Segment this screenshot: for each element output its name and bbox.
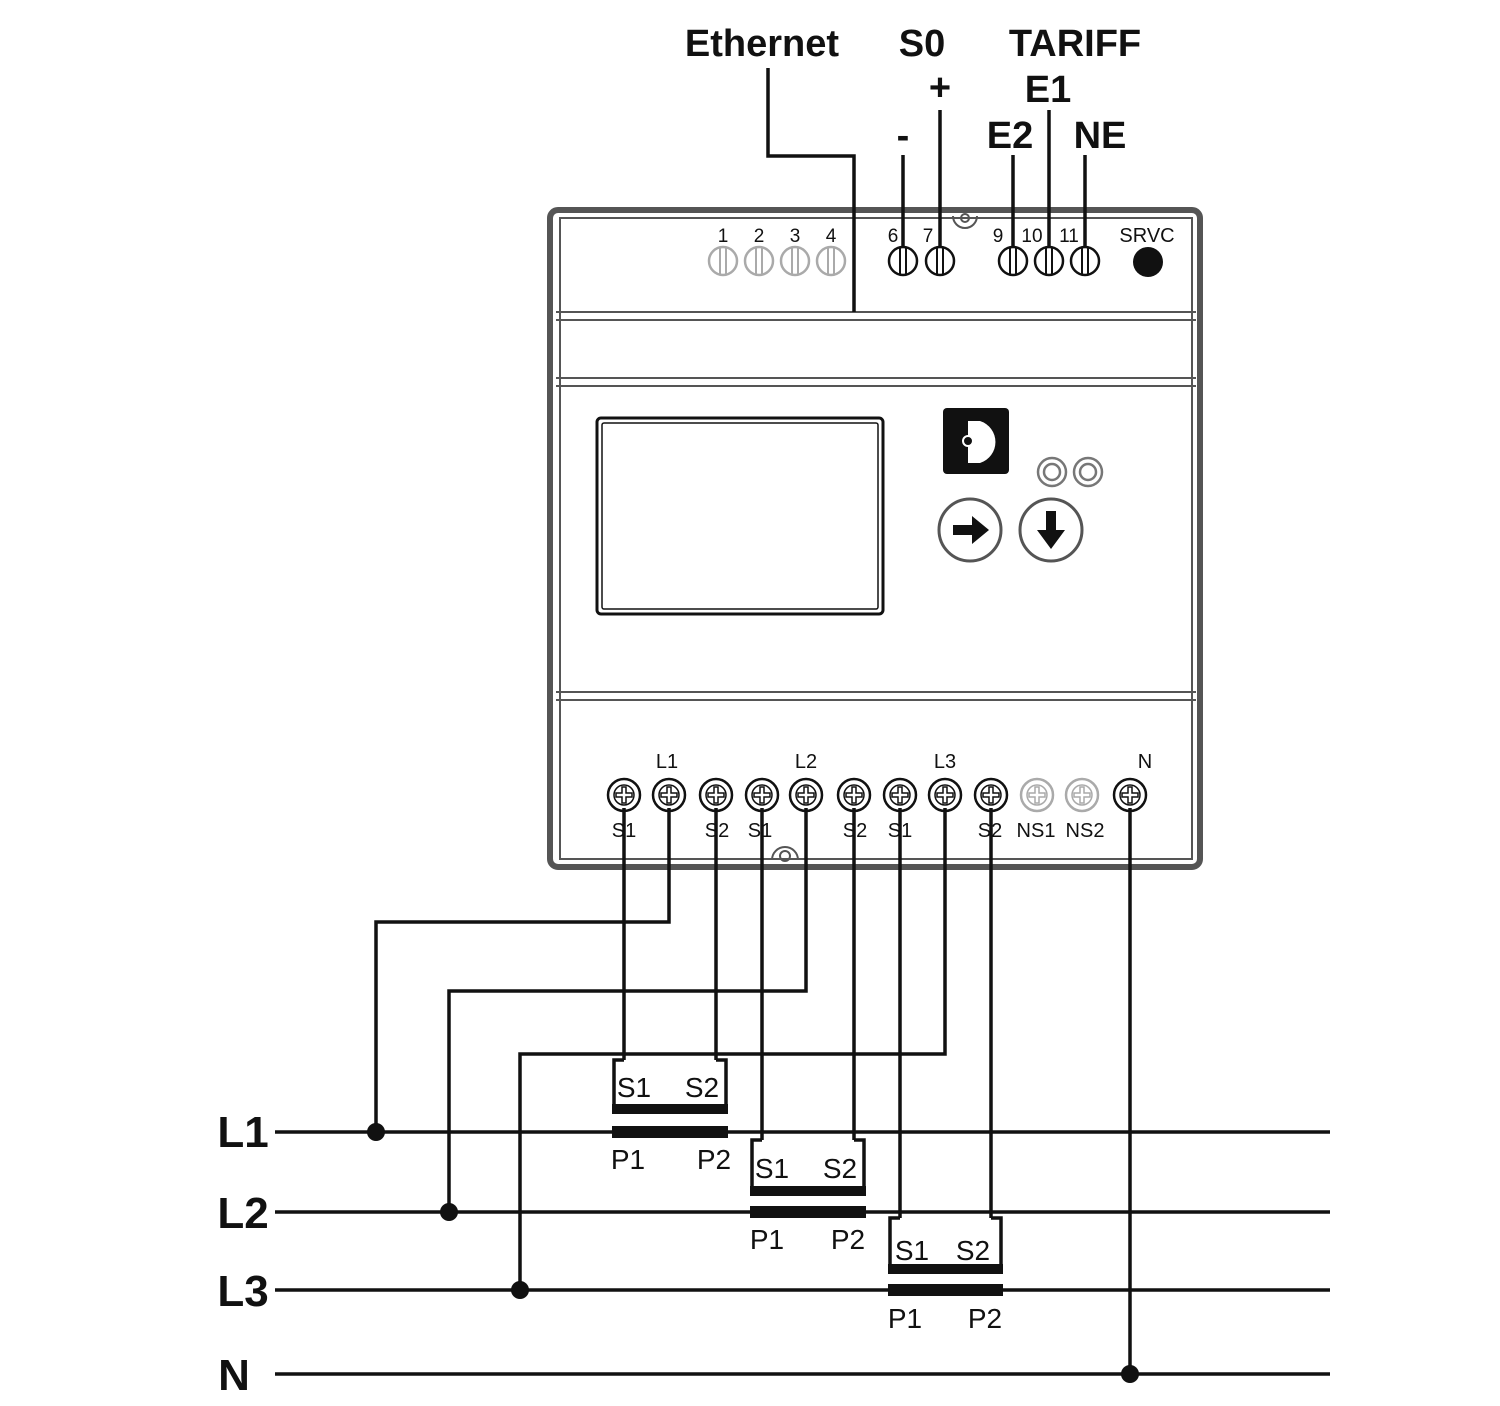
screw-terminal [1019, 777, 1055, 813]
ct-p2-label: P2 [697, 1144, 731, 1175]
din-clip-top [952, 215, 978, 229]
s0-label: S0 [899, 23, 945, 65]
ethernet-label: Ethernet [685, 23, 839, 65]
terminal-label-ns1: NS1 [1017, 820, 1056, 842]
ct-s2-label: S2 [685, 1072, 719, 1103]
terminal-4: 4 [815, 226, 847, 277]
phase-label-l2: L2 [795, 751, 817, 773]
ct-p1-label: P1 [611, 1144, 645, 1175]
current-transformer-l1: S1 S2 P1 P2 [611, 1058, 731, 1175]
terminal-label: 6 [888, 226, 899, 247]
tariff-e2-label: E2 [987, 115, 1033, 157]
junction-dot [511, 1281, 529, 1299]
top-wiring [766, 68, 1087, 312]
phase-label-l3: L3 [934, 751, 956, 773]
terminal-label-ns2: NS2 [1066, 820, 1105, 842]
phoenix-contact-logo-icon [943, 408, 1009, 474]
line-label-l3: L3 [217, 1267, 268, 1316]
screw-terminal [927, 777, 963, 813]
down-button[interactable] [1018, 497, 1084, 563]
terminal-label: 1 [718, 226, 729, 247]
phase-label-n: N [1138, 751, 1152, 773]
ct-s1-label: S1 [755, 1153, 789, 1184]
screw-terminal [606, 777, 642, 813]
terminal-label: 11 [1059, 226, 1079, 247]
ct-s1-label: S1 [617, 1072, 651, 1103]
ethernet-wire [766, 68, 856, 312]
l1-voltage-wire [374, 808, 671, 1132]
tariff-e1-label: E1 [1025, 69, 1071, 111]
screw-terminal [744, 777, 780, 813]
screw-terminal [836, 777, 872, 813]
arrow-right-icon [953, 516, 989, 544]
ct-s2-label: S2 [823, 1153, 857, 1184]
terminal-label: 3 [790, 226, 801, 247]
screw-terminal [1112, 777, 1148, 813]
screw-terminal [1064, 777, 1100, 813]
terminal-label: 2 [754, 226, 765, 247]
led-indicator-icon [1036, 456, 1104, 488]
tariff-label: TARIFF [1009, 23, 1141, 65]
srvc-label: SRVC [1119, 225, 1174, 247]
arrow-down-icon [1037, 511, 1065, 549]
terminal-1: 1 [707, 226, 739, 277]
terminal-label: 7 [923, 226, 934, 247]
screw-terminal [973, 777, 1009, 813]
next-button[interactable] [937, 497, 1003, 563]
current-transformer-l2: S1 S2 P1 P2 [750, 1138, 866, 1255]
terminal-label: 4 [826, 226, 837, 247]
terminal-label: 10 [1021, 226, 1042, 247]
junction-dot [367, 1123, 385, 1141]
ct-s2-label: S2 [956, 1235, 990, 1266]
screw-terminal [651, 777, 687, 813]
line-label-l2: L2 [217, 1189, 268, 1238]
screw-terminal [788, 777, 824, 813]
meter-enclosure [547, 207, 1203, 870]
bottom-terminal-block [606, 777, 1148, 813]
ct-p2-label: P2 [831, 1224, 865, 1255]
terminal-2: 2 [743, 226, 775, 277]
terminal-11: 11 [1059, 226, 1101, 277]
screw-terminal [882, 777, 918, 813]
terminal-label-s1: S1 [748, 820, 772, 842]
ct-p1-label: P1 [888, 1303, 922, 1334]
top-terminal-block: 1 2 3 4 6 7 [707, 226, 1101, 277]
l3-voltage-wire [518, 808, 947, 1290]
junction-dot [1121, 1365, 1139, 1383]
junction-dot [440, 1203, 458, 1221]
tariff-ne-label: NE [1074, 115, 1127, 157]
terminal-10: 10 [1021, 226, 1065, 277]
terminal-3: 3 [779, 226, 811, 277]
phase-label-l1: L1 [656, 751, 678, 773]
ct-p2-label: P2 [968, 1303, 1002, 1334]
srvc-button-icon[interactable] [1133, 247, 1163, 277]
terminal-label: 9 [993, 226, 1004, 247]
bottom-wiring [275, 808, 1330, 1383]
ct-s1-label: S1 [895, 1235, 929, 1266]
din-clip-bottom [771, 846, 799, 861]
current-transformer-l3: S1 S2 P1 P2 [888, 1216, 1003, 1334]
l2-voltage-wire [447, 808, 808, 1212]
line-label-l1: L1 [217, 1108, 268, 1157]
line-label-n: N [218, 1351, 250, 1400]
terminal-7: 7 [923, 226, 956, 277]
s0-minus-label: - [897, 115, 910, 157]
ct-p1-label: P1 [750, 1224, 784, 1255]
screw-terminal [698, 777, 734, 813]
lcd-display [595, 416, 885, 616]
s0-plus-label: + [929, 67, 951, 109]
